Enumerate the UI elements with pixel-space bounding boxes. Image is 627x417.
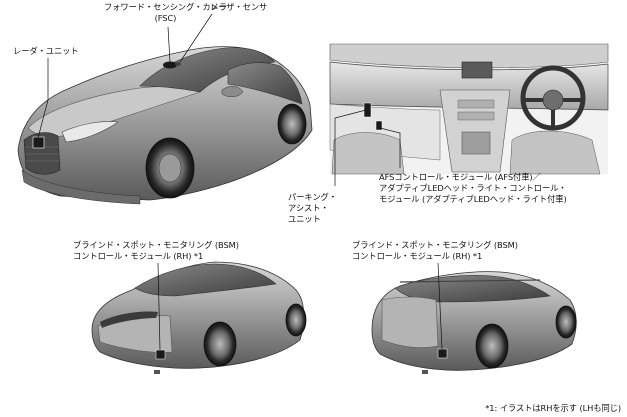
label-fsc-line1: フォワード・センシング・カメラ <box>104 2 227 12</box>
label-laser-sensor: レーザ・センサ <box>210 2 268 12</box>
label-bsm-wagon-line1: ブラインド・スポット・モニタリング (BSM) <box>352 240 518 250</box>
label-fsc-line2: (FSC) <box>154 13 177 23</box>
radar-unit-marker <box>32 136 45 149</box>
laser-sensor-marker <box>175 62 181 66</box>
label-afs-line3: モジュール (アダプティブLEDヘッド・ライト付車) <box>379 194 567 204</box>
footnote: *1: イラストはRHを示す (LHも同じ) <box>485 403 621 413</box>
leader-bsm-wagon <box>437 262 443 350</box>
leader-parking <box>334 109 367 186</box>
label-afs-line2: アダプティブLEDヘッド・ライト・コントロール・ <box>379 183 567 193</box>
label-bsm-wagon: ブラインド・スポット・モニタリング (BSM) コントロール・モジュール (RH… <box>352 240 518 262</box>
label-parking-line2: アシスト・ <box>288 203 329 213</box>
rear-sedan-illustration <box>91 261 307 374</box>
leader-laser <box>179 13 213 63</box>
bsm-wagon-marker <box>437 348 448 359</box>
leader-bsm-sedan <box>157 262 161 351</box>
fsc-camera-marker <box>163 61 177 69</box>
label-afs-module: AFSコントロール・モジュール (AFS付車)／ アダプティブLEDヘッド・ライ… <box>379 172 567 205</box>
rear-wagon-illustration <box>371 271 577 374</box>
label-afs-line1: AFSコントロール・モジュール (AFS付車)／ <box>379 172 541 182</box>
leader-fsc <box>167 26 171 63</box>
label-parking-assist: パーキング・ アシスト・ ユニット <box>288 192 337 225</box>
label-bsm-sedan-line1: ブラインド・スポット・モニタリング (BSM) <box>73 240 239 250</box>
afs-module-marker <box>375 120 383 131</box>
leader-lines <box>37 13 443 351</box>
leader-afs <box>379 127 401 168</box>
front-car-illustration <box>17 46 313 205</box>
label-parking-line3: ユニット <box>288 214 321 224</box>
bsm-sedan-marker <box>155 349 166 360</box>
interior-dashboard-illustration <box>329 43 609 175</box>
label-fsc-camera: フォワード・センシング・カメラ (FSC) <box>104 2 227 24</box>
label-radar-unit: レーダ・ユニット <box>13 46 79 56</box>
label-bsm-wagon-line2: コントロール・モジュール (RH) *1 <box>352 251 483 261</box>
leader-radar <box>37 58 49 139</box>
label-bsm-sedan-line2: コントロール・モジュール (RH) *1 <box>73 251 204 261</box>
label-parking-line1: パーキング・ <box>288 192 337 202</box>
label-bsm-sedan: ブラインド・スポット・モニタリング (BSM) コントロール・モジュール (RH… <box>73 240 239 262</box>
parking-assist-unit-marker <box>363 102 372 118</box>
